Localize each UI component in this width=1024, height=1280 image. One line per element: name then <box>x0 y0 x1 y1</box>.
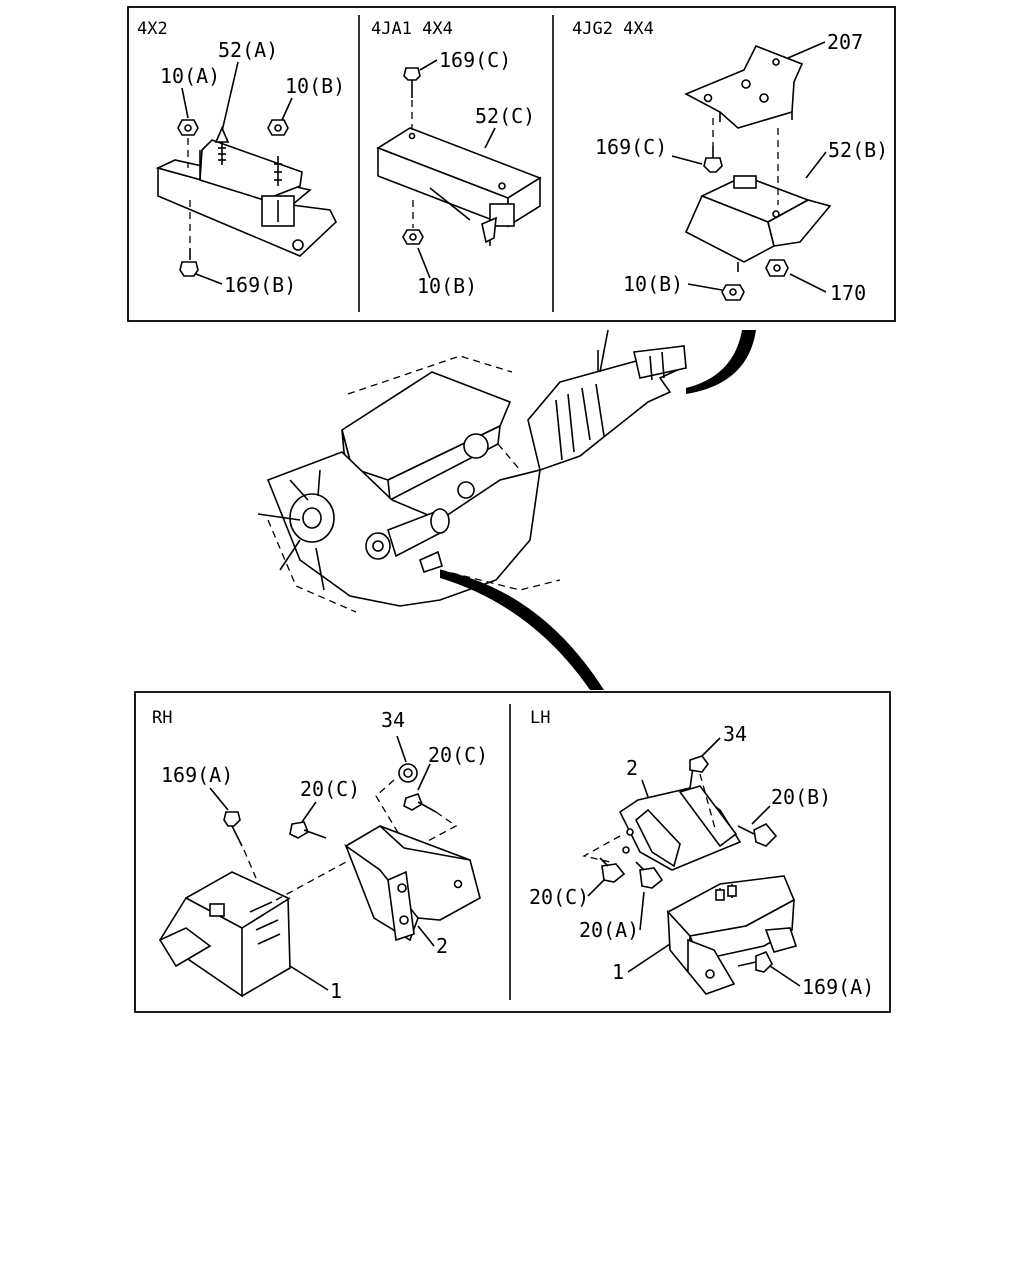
part-label-1-lh: 1 <box>612 960 624 984</box>
part-label-10b-4jg2: 10(B) <box>623 272 683 296</box>
part-label-2-rh: 2 <box>436 934 448 958</box>
section-4jg2: 4JG2 4X4 207 169(C) 52(B) 10(B) 170 <box>572 19 888 305</box>
engine-transmission-drawing <box>257 329 756 690</box>
part-label-1-rh: 1 <box>330 979 342 1003</box>
part-label-52c: 52(C) <box>475 104 535 128</box>
section-title-4x2: 4X2 <box>137 19 168 39</box>
mount-4jg2-drawing <box>684 44 832 301</box>
section-rh: RH 34 20(C) 169(A) 20(C) 2 1 <box>152 708 488 1003</box>
part-label-169a-lh: 169(A) <box>802 975 874 999</box>
part-label-20c-lh: 20(C) <box>529 885 589 909</box>
part-label-169a-rh: 169(A) <box>161 763 233 787</box>
part-label-52a: 52(A) <box>218 38 278 62</box>
part-label-170: 170 <box>830 281 866 305</box>
mount-4ja1-drawing <box>376 67 542 246</box>
section-title-4jg2: 4JG2 4X4 <box>572 19 654 39</box>
part-label-169c-4jg2: 169(C) <box>595 135 667 159</box>
part-label-207: 207 <box>827 30 863 54</box>
part-label-34-lh: 34 <box>723 722 747 746</box>
part-label-10a: 10(A) <box>160 64 220 88</box>
mount-rh-drawing <box>158 763 481 998</box>
section-lh: LH 34 2 20(B) 20(C) 20(A) 1 169(A) <box>529 708 874 999</box>
part-label-10b-4ja1: 10(B) <box>417 274 477 298</box>
part-label-169c: 169(C) <box>439 48 511 72</box>
part-label-2-lh: 2 <box>626 756 638 780</box>
bottom-panel: RH 34 20(C) 169(A) 20(C) 2 1 <box>134 691 891 1013</box>
part-label-20b-lh: 20(B) <box>771 785 831 809</box>
section-title-rh: RH <box>152 708 172 728</box>
part-label-20c-rh-upper: 20(C) <box>428 743 488 767</box>
section-title-4ja1: 4JA1 4X4 <box>371 19 453 39</box>
part-label-169b: 169(B) <box>224 273 296 297</box>
part-label-34-rh: 34 <box>381 708 405 732</box>
section-4ja1: 4JA1 4X4 169(C) 52(C) 10(B) <box>371 19 542 298</box>
part-label-10b: 10(B) <box>285 74 345 98</box>
mount-4x2-drawing <box>155 119 337 277</box>
part-label-20a-lh: 20(A) <box>579 918 639 942</box>
part-label-20c-rh-lower: 20(C) <box>300 777 360 801</box>
top-panel: 4X2 52(A) 10(A) 10(B) 169(B) <box>127 6 896 322</box>
bottom-panel-frame <box>134 691 891 1013</box>
mount-lh-drawing <box>582 755 798 995</box>
section-4x2: 4X2 52(A) 10(A) 10(B) 169(B) <box>137 19 345 297</box>
section-title-lh: LH <box>530 708 550 728</box>
top-panel-frame <box>127 6 896 322</box>
part-label-52b: 52(B) <box>828 138 888 162</box>
